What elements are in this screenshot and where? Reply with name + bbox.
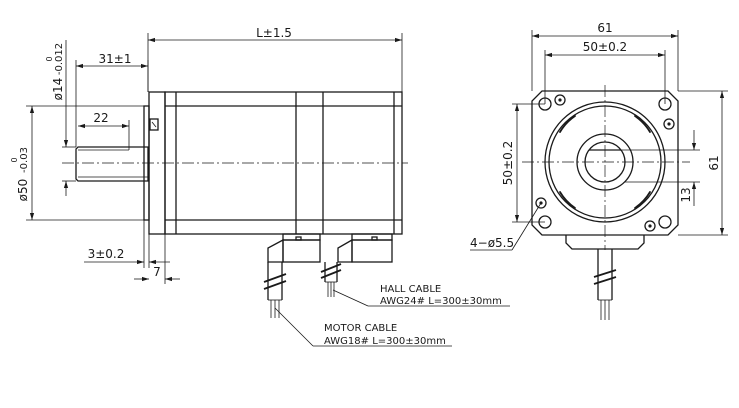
- shaft-tolerance-lower: -0.012: [54, 43, 65, 75]
- dimension-front-height: [678, 90, 728, 236]
- front-view: 61 50±0.2 50±0.2 61 13: [470, 21, 728, 320]
- hall-cable-spec: AWG24# L=300±30mm: [380, 296, 502, 307]
- motor-cable-leader: [274, 307, 314, 347]
- front-width-label: 61: [597, 21, 612, 35]
- dimension-front-width: [531, 30, 679, 91]
- shaft-tolerance-upper: 0: [45, 56, 54, 61]
- side-view: L±1.5 31±1 22 ø14 0 -0.012: [10, 26, 510, 347]
- shaft-circle: [584, 141, 626, 183]
- dimension-pilot-height: [84, 220, 170, 268]
- dimension-key-length: [78, 120, 130, 150]
- pilot-tolerance-lower: -0.03: [19, 147, 30, 173]
- flange-marking: [149, 118, 159, 131]
- pilot-diameter-label: ø50: [16, 179, 30, 202]
- dimension-shaft-diameter: [62, 40, 76, 196]
- flange-thickness-label: 7: [153, 265, 161, 279]
- shaft-diameter-label: ø14: [51, 78, 65, 101]
- hole-leader: [511, 202, 542, 251]
- front-flange: [531, 90, 679, 236]
- shaft: [75, 146, 149, 182]
- front-cable-outlet: [565, 235, 645, 320]
- dimension-hole-spacing-v: [512, 103, 545, 223]
- hole-spacing-h-label: 50±0.2: [583, 40, 627, 54]
- pilot-inner-ring: [548, 105, 662, 219]
- key-depth-label: 13: [679, 187, 693, 202]
- motor-cable-spec: AWG18# L=300±30mm: [324, 336, 446, 347]
- hole-label: 4−ø5.5: [470, 236, 514, 250]
- hole-spacing-v-label: 50±0.2: [501, 141, 515, 185]
- pilot-tolerance-upper: 0: [10, 157, 19, 162]
- bore-outer: [576, 133, 634, 191]
- dimension-length: [147, 33, 403, 92]
- dimension-hole-spacing-h: [544, 50, 666, 104]
- pilot-height-label: 3±0.2: [88, 247, 125, 261]
- shaft-length-label: 31±1: [99, 52, 132, 66]
- key-length-label: 22: [93, 111, 108, 125]
- dimension-pilot-diameter: [26, 105, 144, 221]
- dimension-flange-thickness: [134, 234, 180, 284]
- ring-slots: [559, 115, 651, 209]
- cable-glands: [267, 233, 393, 263]
- hall-cable-leader: [332, 289, 369, 307]
- dimension-shaft-length: [75, 60, 149, 147]
- front-height-label: 61: [707, 155, 721, 170]
- length-label: L±1.5: [256, 26, 292, 40]
- motor-cable: [263, 262, 287, 318]
- hall-cable-title: HALL CABLE: [380, 284, 441, 295]
- pilot-outer-ring: [544, 101, 666, 223]
- motor-cable-title: MOTOR CABLE: [324, 323, 397, 334]
- hall-cable: [320, 262, 342, 297]
- dimension-key-depth: [621, 130, 700, 206]
- motor-body: [164, 91, 403, 235]
